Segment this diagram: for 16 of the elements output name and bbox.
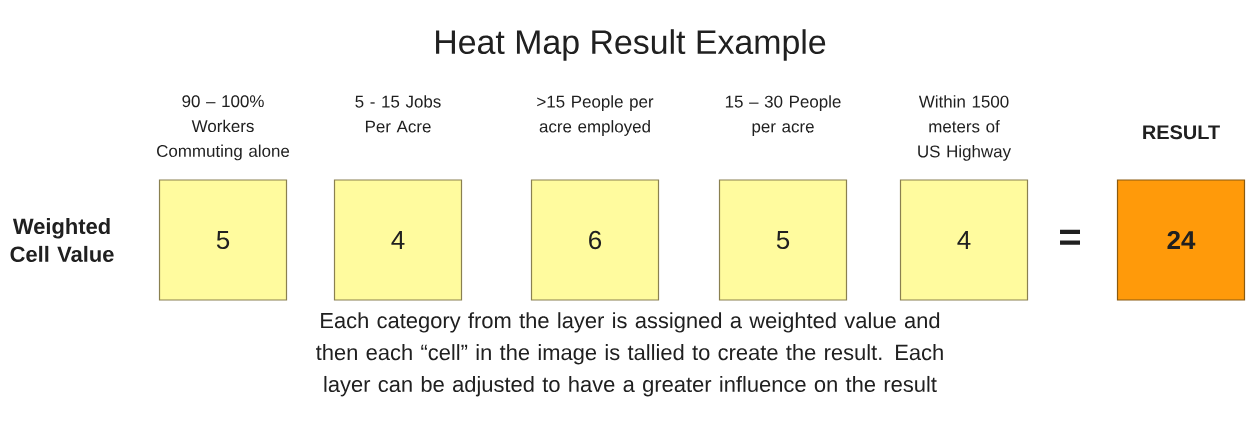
value-box: 5 [718,179,848,301]
column-heading: Within 1500 meters of US Highway [918,95,1011,161]
column-heading: 5 - 15 Jobs Per Acre [355,95,441,133]
column-heading: >15 People per acre employed [537,95,654,136]
caption: Each category from the layer is assigned a weighted value and then each “cell” in the image is tallied to create the result. Each layer can be adjusted to have a greater influence on the result [316,312,943,397]
title: Heat Map Result Example [436,29,826,61]
row-label: Weighted Cell Value [10,218,114,262]
column-heading: RESULT [1143,125,1220,140]
value-box: 4 [899,179,1029,301]
column-heading: 15 – 30 People per acre [725,95,841,136]
value-box: 5 [158,179,288,301]
column-heading: 90 – 100% Workers Commuting alone [157,95,290,161]
value-box: 24 [1116,179,1246,301]
equals-sign: = [1060,229,1080,245]
value-box: 6 [530,179,660,301]
value-box: 4 [333,179,463,301]
